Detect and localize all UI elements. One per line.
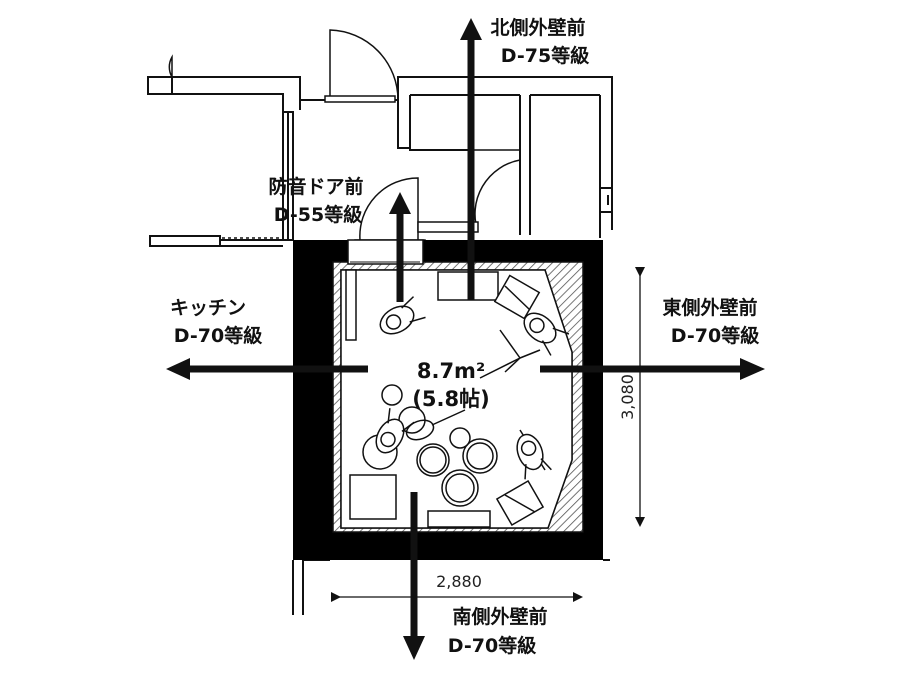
width-dimension-text: 2,880 [436, 572, 482, 591]
person-3 [375, 408, 415, 454]
north-label-line2: D-75等級 [501, 44, 589, 67]
rack [345, 269, 357, 341]
east-label-line1: 東側外壁前 [662, 296, 757, 319]
north-arrow-head [460, 18, 482, 40]
kitchen-arrow-head [166, 358, 190, 380]
south-label-line2: D-70等級 [448, 634, 536, 657]
door-label-line1: 防音ドア前 [268, 175, 363, 198]
cymbal-2 [381, 384, 403, 406]
south-arrow-head [403, 636, 425, 660]
east-label-line2: D-70等級 [671, 324, 759, 347]
south-label-line1: 南側外壁前 [452, 605, 547, 628]
kitchen-label-line1: キッチン [170, 297, 246, 319]
people [375, 296, 570, 480]
mic-stand [479, 329, 541, 379]
label-area: 8.7m² (5.8帖) [412, 359, 489, 411]
dimension-lines [331, 267, 645, 602]
person-4 [516, 433, 552, 480]
speaker-box-left [349, 474, 397, 520]
person-2 [523, 312, 570, 356]
bench [427, 510, 491, 528]
east-arrow-head [740, 358, 765, 380]
guitar-1 [405, 409, 466, 441]
kitchen-label-line2: D-70等級 [174, 324, 262, 347]
label-south: 南側外壁前 D-70等級 [448, 605, 548, 657]
person-1 [379, 296, 426, 335]
label-door: 防音ドア前 D-55等級 [268, 175, 363, 226]
room-door-opening [347, 239, 424, 265]
keyboard-stand [493, 274, 541, 320]
room-floor [340, 269, 573, 529]
north-label-line1: 北側外壁前 [490, 16, 585, 39]
area-label-tatami: (5.8帖) [412, 387, 489, 411]
speaker-box-right [495, 479, 545, 527]
drum-snare [449, 427, 471, 449]
room-thick-wall [293, 240, 603, 560]
label-east: 東側外壁前 D-70等級 [662, 296, 759, 347]
height-dimension-text: 3,080 [618, 374, 637, 420]
door-arrow-head [389, 192, 411, 214]
label-kitchen: キッチン D-70等級 [170, 297, 262, 347]
label-north: 北側外壁前 D-75等級 [490, 16, 589, 67]
furniture [345, 269, 546, 528]
area-label-m2: 8.7m² [417, 359, 485, 383]
door-label-line2: D-55等級 [274, 203, 362, 226]
